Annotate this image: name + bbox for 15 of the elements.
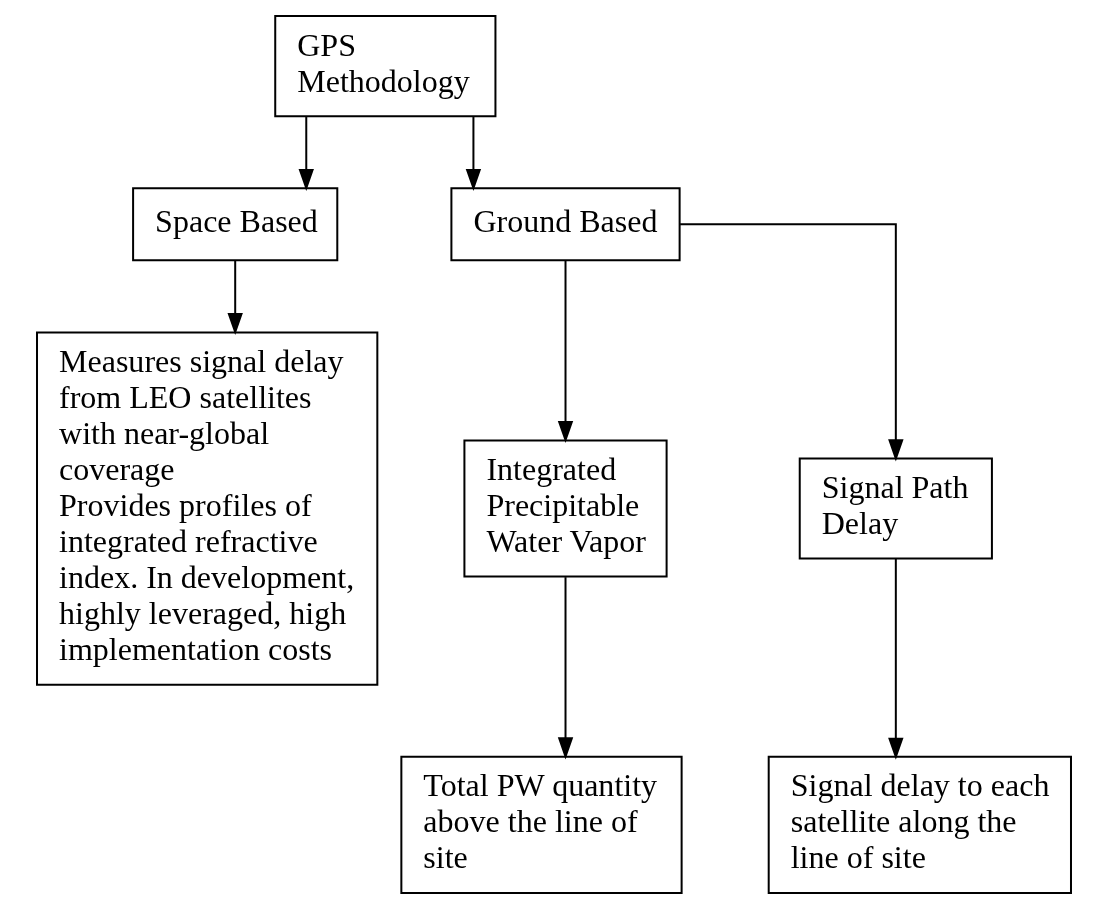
- node-box: Measures signal delay from LEO satellites with near-global coverage Provides profiles of integrated refractive index. In development, highly leveraged, high implementation costs: [36, 331, 379, 686]
- arrow: [227, 259, 243, 335]
- node-box: Ground Based: [450, 187, 681, 262]
- node-box: Integrated Precipitable Water Vapor: [463, 439, 668, 578]
- node-box: Space Based: [132, 187, 339, 262]
- node-box: Signal Path Delay: [798, 457, 993, 560]
- arrow: [465, 116, 482, 192]
- arrow: [557, 576, 574, 760]
- node-box: GPS Methodology: [274, 15, 497, 118]
- arrow: [298, 116, 314, 192]
- arrow: [679, 223, 904, 462]
- arrow: [888, 557, 904, 760]
- node-box: Signal delay to each satellite along the line of site: [767, 755, 1072, 894]
- arrow: [557, 259, 574, 444]
- node-box: Total PW quantity above the line of site: [400, 755, 683, 894]
